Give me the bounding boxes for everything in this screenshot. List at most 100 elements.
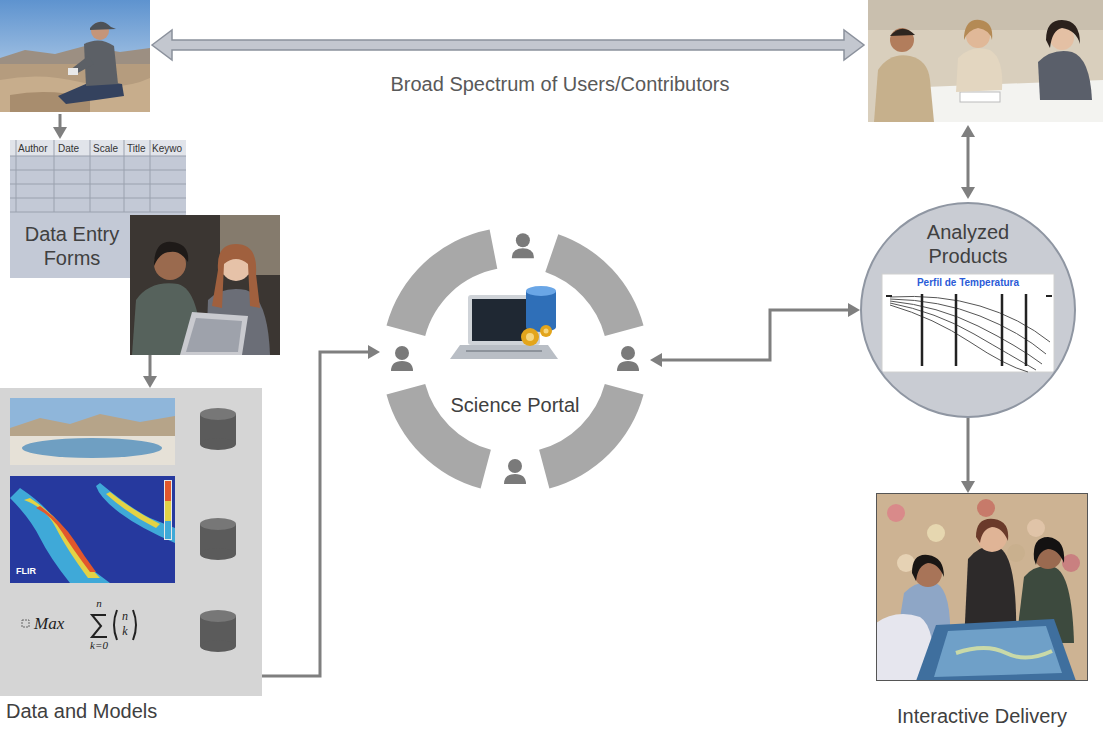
spreadsheet-form — [54, 140, 55, 212]
portal-ring-art — [380, 225, 650, 495]
user-icon — [512, 233, 534, 258]
delivery-photo — [1027, 519, 1045, 537]
flow-arrow — [59, 114, 62, 128]
spreadsheet-form — [10, 140, 186, 156]
temperature-profile — [882, 274, 1054, 372]
data-model-panel: Data and Models — [0, 388, 262, 696]
delivery-photo — [916, 619, 1076, 681]
formula-term: k — [122, 625, 127, 639]
meeting-photo — [960, 92, 1000, 102]
delivery-photo — [876, 493, 1088, 681]
temperature-profile — [890, 299, 1046, 354]
column-header: Date — [58, 143, 79, 155]
database-symbol — [200, 548, 236, 560]
user-icon — [391, 361, 413, 371]
meeting-photo — [868, 0, 1103, 122]
double-arrow — [961, 125, 975, 137]
field-photo — [0, 0, 150, 112]
laptop-icon — [540, 325, 552, 337]
arrow-head — [368, 345, 380, 359]
user-icon — [395, 346, 409, 360]
glyph-box — [22, 620, 29, 627]
node-label: Data and Models — [6, 699, 256, 723]
flow-arrow — [961, 418, 975, 493]
temperature-profile — [921, 294, 924, 366]
spreadsheet-form — [10, 212, 186, 213]
arrow-head — [961, 481, 975, 493]
spreadsheet-form — [10, 170, 186, 171]
portal-ring — [387, 229, 644, 488]
math-symbol — [92, 610, 136, 640]
laptop-icon — [466, 350, 542, 352]
field-photo — [90, 22, 116, 30]
thermal-image — [165, 501, 171, 521]
delivery-photo — [934, 626, 1062, 677]
chart-title: Perfil de Temperatura — [917, 277, 1019, 289]
database-symbol — [200, 518, 236, 560]
spreadsheet-form — [150, 140, 151, 212]
meeting-photo — [890, 29, 915, 36]
user-icon — [516, 233, 530, 247]
double-arrow — [967, 136, 970, 188]
flow-arrow — [143, 355, 157, 388]
arrow-line — [149, 355, 152, 378]
laptop-icon — [450, 345, 558, 359]
field-photo — [0, 76, 150, 112]
database-symbol — [200, 640, 236, 652]
flow-arrow — [53, 127, 67, 139]
field-photo — [0, 0, 150, 112]
students-photo — [180, 312, 248, 355]
lake-photo — [22, 438, 162, 458]
user-icon — [617, 361, 639, 371]
laptop-icon — [521, 328, 539, 346]
delivery-photo — [912, 555, 944, 581]
lake-photo — [10, 398, 175, 465]
meeting-photo — [868, 0, 1103, 122]
database-symbol — [200, 610, 236, 652]
arrow-head — [848, 303, 860, 317]
laptop-icon — [526, 291, 556, 327]
temperature-profile — [890, 301, 1042, 364]
column-header: Author — [18, 143, 47, 155]
double-arrow — [152, 30, 864, 60]
node-label: Interactive Delivery — [866, 704, 1098, 728]
spreadsheet-form — [10, 198, 186, 199]
user-icon — [512, 248, 534, 258]
delivery-photo — [876, 493, 1088, 681]
product-circle — [861, 203, 1075, 417]
flow-arrow — [650, 303, 860, 367]
formula-term: Max — [34, 614, 64, 634]
laptop-icon — [526, 333, 534, 341]
node-label: Science Portal — [425, 393, 605, 417]
user-icon — [504, 459, 526, 484]
students-photo — [130, 215, 280, 355]
meeting-photo — [1046, 20, 1080, 48]
laptop-icon — [544, 329, 549, 334]
arrow-line — [967, 418, 970, 483]
temperature-profile — [890, 303, 1036, 370]
database-symbol — [200, 518, 236, 530]
delivery-photo — [977, 499, 995, 517]
thermal-image — [10, 476, 175, 583]
flow-arrow — [53, 114, 67, 139]
camera-brand: FLIR — [16, 566, 36, 576]
delivery-photo — [1034, 537, 1064, 565]
delivery-photo-art — [876, 493, 1088, 681]
thermal-image — [10, 476, 175, 583]
meeting-photo — [874, 55, 934, 122]
column-header: Title — [127, 143, 146, 155]
delivery-photo-art — [877, 494, 1088, 681]
students-photo — [130, 215, 280, 355]
delivery-photo — [976, 519, 1008, 543]
meeting-photo — [956, 48, 1002, 92]
temperature-profile — [955, 294, 958, 366]
delivery-photo — [1007, 544, 1025, 562]
arrow-head — [143, 376, 157, 388]
meeting-photo — [890, 28, 914, 52]
arrow-head — [650, 353, 662, 367]
arrow-line — [262, 352, 370, 676]
node-label: Analyzed Products — [898, 220, 1038, 268]
laptop-icon — [526, 286, 556, 296]
database-symbol — [200, 408, 236, 420]
temperature-profile — [886, 295, 892, 297]
